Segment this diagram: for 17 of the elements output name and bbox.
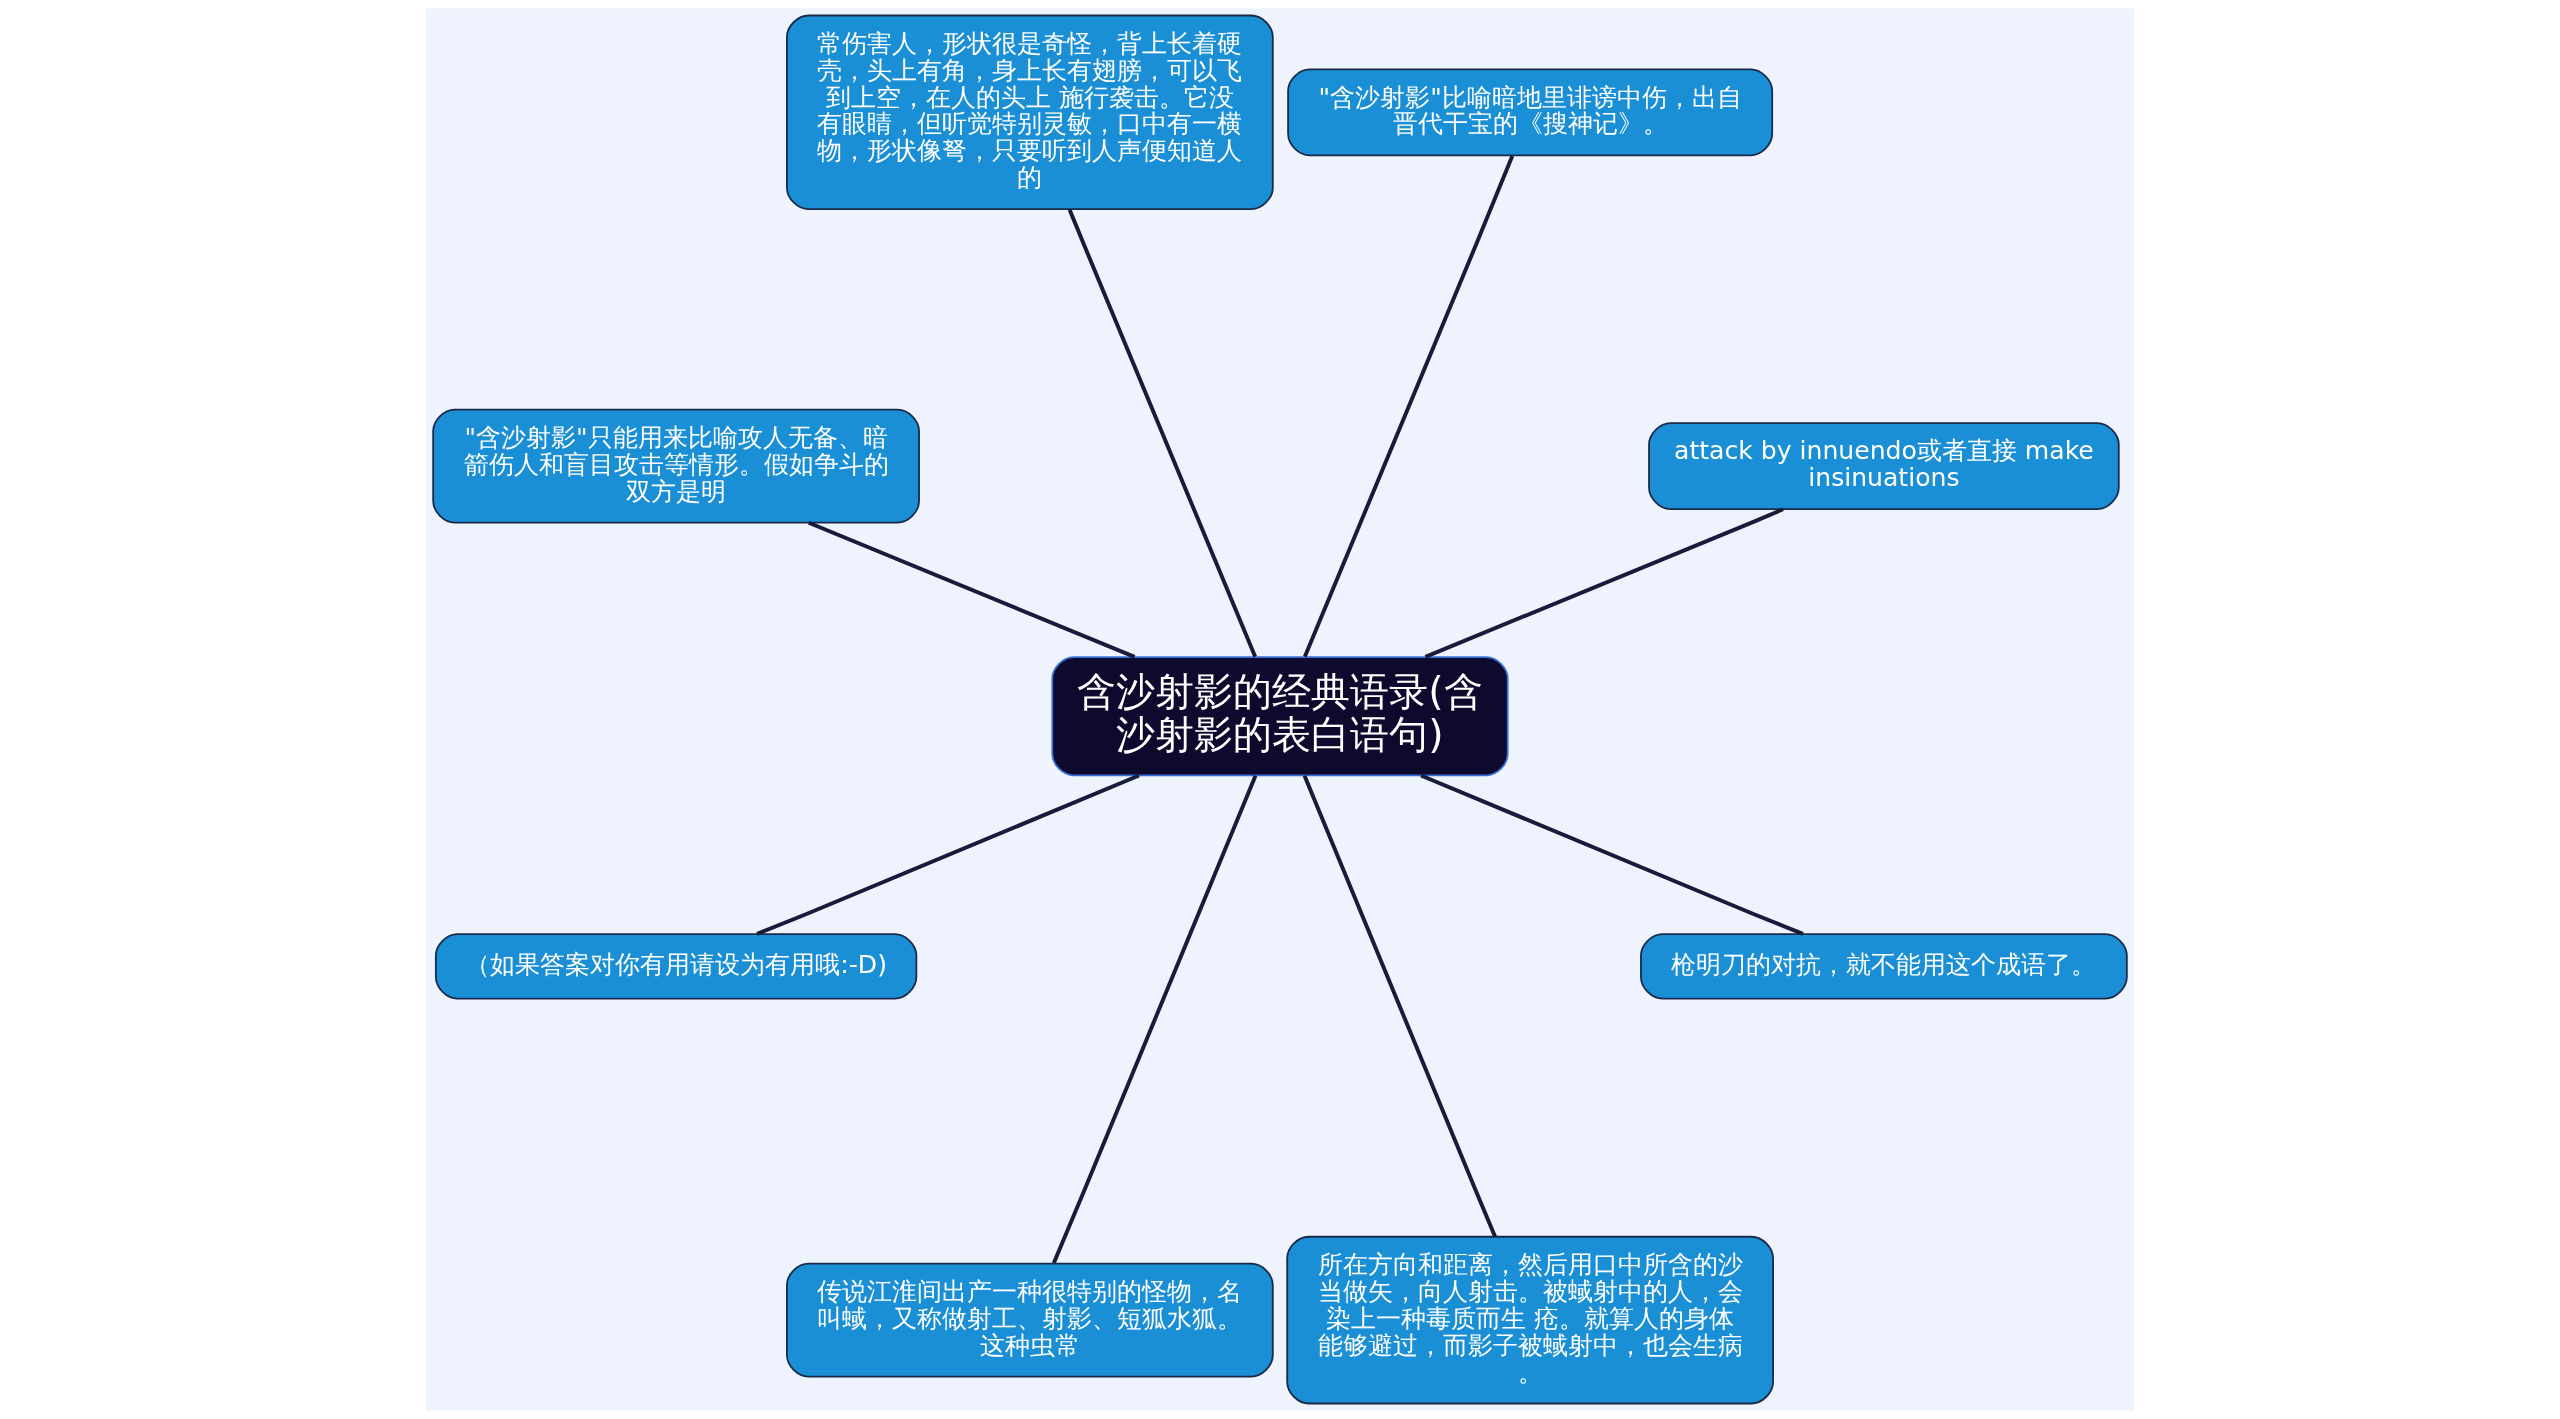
node-box: "含沙射影"只能用来比喻攻人无备、暗箭伤人和盲目攻击等情形。假如争斗的双方是明 [432, 408, 920, 524]
node-box: （如果答案对你有用请设为有用哦:-D) [434, 933, 918, 1000]
node-box: 所在方向和距离，然后用口中所含的沙当做矢，向人射击。被蜮射中的人，会染上一种毒质而生 疮。就算人的身体能够避过，而影子被蜮射中，也会生病。 [1286, 1235, 1774, 1405]
node-box: "含沙射影"比喻暗地里诽谤中伤，出自晋代干宝的《搜神记》。 [1287, 68, 1774, 157]
node-box: 含沙射影的经典语录(含沙射影的表白语句) [1051, 656, 1509, 777]
node-box: attack by innuendo或者直接 make insinuations [1648, 422, 2120, 510]
node-box: 传说江淮间出产一种很特别的怪物，名叫蜮，又称做射工、射影、短狐水狐。这种虫常 [786, 1262, 1274, 1378]
connector [1424, 507, 1784, 659]
connector [1302, 775, 1497, 1238]
node-box: 常伤害人，形状很是奇怪，背上长着硬壳，头上有角，身上长有翅膀，可以飞到上空，在人的头上 施行袭击。它没有眼睛，但听觉特别灵敏，口中有一横物，形状像弩，只要听到人声便知道人的 [786, 14, 1274, 211]
node-box: 枪明刀的对抗，就不能用这个成语了。 [1640, 933, 2128, 1000]
connector [808, 520, 1136, 659]
connector [1303, 155, 1515, 658]
connector [756, 773, 1140, 936]
connector [1052, 775, 1258, 1264]
connector [1067, 208, 1258, 658]
connector [1420, 773, 1804, 936]
